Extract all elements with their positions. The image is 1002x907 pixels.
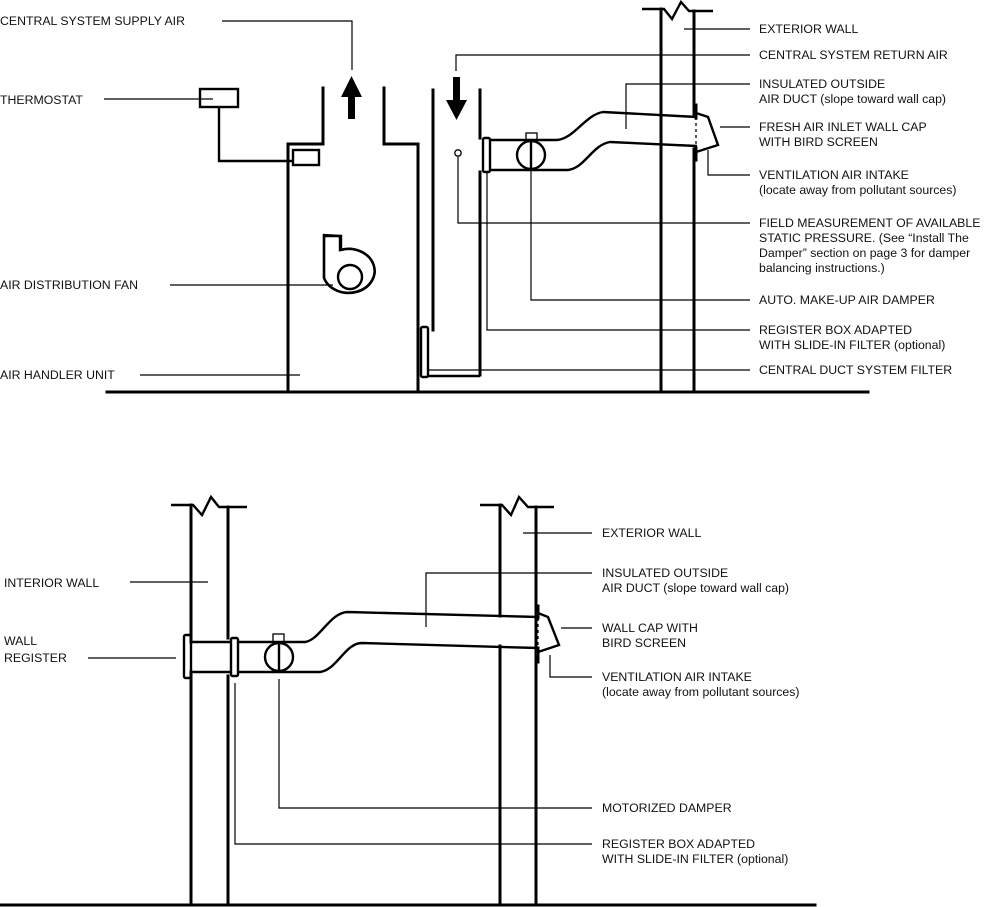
label-damper: AUTO. MAKE-UP AIR DAMPER bbox=[759, 293, 935, 307]
label-wall-cap-1: WALL CAP WITH bbox=[602, 621, 698, 635]
label-intake-2: (locate away from pollutant sources) bbox=[759, 183, 957, 197]
label-wall-cap-2: WITH BIRD SCREEN bbox=[759, 135, 878, 149]
label-duct-2: AIR DUCT (slope toward wall cap) bbox=[759, 92, 946, 106]
wall-register bbox=[182, 633, 193, 680]
label-duct-1: INSULATED OUTSIDE bbox=[759, 77, 885, 91]
label-air-handler: AIR HANDLER UNIT bbox=[0, 368, 115, 382]
register-box-filter bbox=[229, 636, 240, 678]
label-wall-cap-2: BIRD SCREEN bbox=[602, 636, 686, 650]
register-box-filter bbox=[481, 136, 492, 174]
air-handler-cabinet-right bbox=[382, 86, 420, 394]
label-interior-wall: INTERIOR WALL bbox=[4, 576, 99, 590]
thermostat-wire bbox=[217, 107, 292, 163]
label-thermostat: THERMOSTAT bbox=[0, 93, 83, 107]
label-static-pressure-4: balancing instructions.) bbox=[759, 261, 885, 275]
label-intake-2: (locate away from pollutant sources) bbox=[602, 685, 800, 699]
central-duct-filter bbox=[419, 325, 430, 379]
label-exterior-wall: EXTERIOR WALL bbox=[759, 22, 858, 36]
label-duct-filter: CENTRAL DUCT SYSTEM FILTER bbox=[759, 363, 952, 377]
leader-static-pressure bbox=[457, 157, 750, 224]
label-register-box-1: REGISTER BOX ADAPTED bbox=[602, 837, 755, 851]
outside-air-duct-top bbox=[191, 610, 539, 644]
label-fan: AIR DISTRIBUTION FAN bbox=[0, 278, 138, 292]
bottom-figure: INTERIOR WALL WALL REGISTER EXTERIOR WAL… bbox=[0, 494, 817, 907]
label-return-air: CENTRAL SYSTEM RETURN AIR bbox=[759, 48, 948, 62]
leader-damper bbox=[278, 679, 592, 809]
outside-air-duct-bottom bbox=[490, 140, 698, 172]
label-static-pressure-2: STATIC PRESSURE. (See “Install The bbox=[759, 231, 969, 245]
leader-intake bbox=[707, 150, 750, 176]
outside-air-duct-bottom bbox=[191, 641, 539, 674]
leader-return-air bbox=[455, 54, 750, 71]
label-wall-cap-1: FRESH AIR INLET WALL CAP bbox=[759, 120, 927, 134]
label-exterior-wall: EXTERIOR WALL bbox=[602, 526, 701, 540]
thermostat bbox=[198, 87, 240, 109]
top-figure: CENTRAL SYSTEM SUPPLY AIR THERMOSTAT AIR… bbox=[0, 0, 980, 394]
label-static-pressure-3: Damper” section on page 3 for damper bbox=[759, 246, 970, 260]
motorized-damper-icon bbox=[263, 633, 295, 673]
label-register-box-2: WITH SLIDE-IN FILTER (optional) bbox=[759, 338, 945, 352]
outside-air-duct-top bbox=[490, 110, 698, 142]
label-duct-2: AIR DUCT (slope toward wall cap) bbox=[602, 581, 789, 595]
leader-register-box bbox=[486, 172, 750, 331]
return-air-arrow-icon bbox=[446, 77, 467, 120]
leader-register-box bbox=[234, 683, 592, 845]
leader-duct bbox=[425, 572, 592, 627]
air-distribution-fan-icon bbox=[322, 233, 376, 295]
leader-intake bbox=[549, 655, 592, 678]
leader-supply-air bbox=[222, 20, 353, 70]
static-pressure-port bbox=[454, 149, 462, 157]
leader-damper bbox=[530, 169, 750, 301]
interior-wall bbox=[171, 494, 247, 907]
label-register-box-2: WITH SLIDE-IN FILTER (optional) bbox=[602, 852, 788, 866]
leader-duct bbox=[625, 83, 750, 129]
air-handler-cabinet bbox=[286, 86, 325, 394]
label-intake-1: VENTILATION AIR INTAKE bbox=[759, 168, 909, 182]
label-duct-1: INSULATED OUTSIDE bbox=[602, 566, 728, 580]
label-static-pressure-1: FIELD MEASUREMENT OF AVAILABLE bbox=[759, 216, 980, 230]
thermostat-control-box bbox=[291, 148, 321, 167]
fresh-air-wall-cap-icon bbox=[694, 103, 720, 162]
label-supply-air: CENTRAL SYSTEM SUPPLY AIR bbox=[0, 14, 185, 28]
label-wall-register-1: WALL bbox=[4, 634, 37, 648]
wall-cap-icon bbox=[536, 604, 561, 664]
label-intake-1: VENTILATION AIR INTAKE bbox=[602, 670, 752, 684]
make-up-air-damper-icon bbox=[515, 132, 547, 171]
supply-air-arrow-icon bbox=[341, 76, 362, 119]
label-register-box-1: REGISTER BOX ADAPTED bbox=[759, 323, 912, 337]
label-wall-register-2: REGISTER bbox=[4, 651, 67, 665]
label-damper: MOTORIZED DAMPER bbox=[602, 801, 732, 815]
exterior-wall bbox=[642, 0, 713, 394]
